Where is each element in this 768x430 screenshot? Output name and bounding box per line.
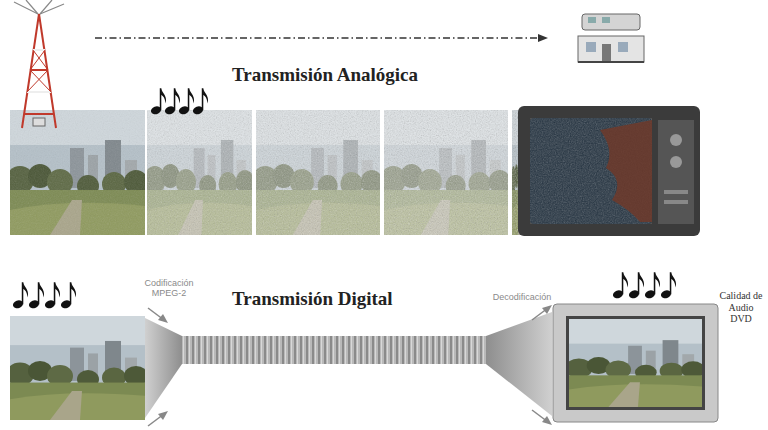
house-icon (578, 14, 644, 62)
dash-dot-arrow (95, 34, 548, 42)
quality-note: Calidad de Audio DVD (718, 290, 764, 325)
step-label: Codificación MPEG-2 (138, 278, 200, 299)
section-heading: Transmisión Digital (232, 288, 462, 310)
analog-tv (518, 106, 700, 236)
digital-stream (145, 305, 552, 426)
transmission-tower (22, 14, 56, 128)
step-label: Decodificación (482, 292, 562, 302)
section-heading: Transmisión Analógica (232, 64, 462, 86)
source-image (6, 316, 148, 420)
broadcast-signal (14, 0, 64, 14)
analog-frames (6, 110, 532, 235)
digital-tv (553, 304, 718, 422)
music-notes (150, 88, 208, 115)
